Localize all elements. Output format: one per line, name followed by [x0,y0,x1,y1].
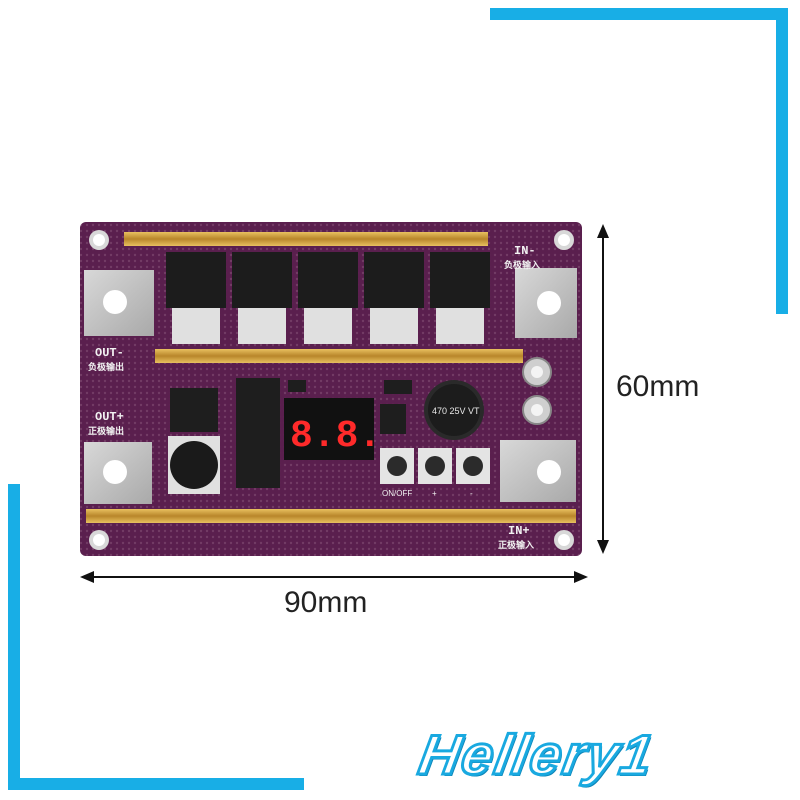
label-out-minus: OUT- [95,346,124,360]
button-row [380,448,490,484]
frame-left-bar [8,484,20,790]
frame-top-bar [490,8,786,20]
height-label: 60mm [616,370,700,403]
label-out-plus-sub: 正极输出 [88,425,124,437]
bus-bars [86,232,576,523]
label-in-minus: IN- [514,244,536,258]
button-label-onoff: ON/OFF [382,489,412,498]
button-label-plus: + [432,489,437,498]
mosfet-row [166,252,490,344]
ic-chips [170,378,412,488]
mounting-holes [89,230,574,550]
label-out-plus: OUT+ [95,410,124,424]
label-in-minus-sub: 负极输入 [504,259,540,271]
terminal-posts [522,357,552,425]
capacitor-text: 470 25V VT [432,406,480,416]
buzzer [168,436,220,494]
button-label-minus: - [470,489,473,498]
frame-right-bar [776,8,788,314]
capacitor [424,380,484,440]
height-dimension-arrow [597,224,609,554]
display-digits: 8.8. [290,415,381,458]
copper-pads [84,268,577,504]
label-out-minus-sub: 负极输出 [88,361,124,373]
watermark-logo: Hellery1 [413,722,661,788]
width-label: 90mm [284,586,368,619]
label-in-plus-sub: 正极输入 [498,539,534,551]
width-dimension-arrow [80,571,588,583]
frame-bottom-bar [8,778,304,790]
label-in-plus: IN+ [508,524,530,538]
seven-segment-display [284,398,374,460]
